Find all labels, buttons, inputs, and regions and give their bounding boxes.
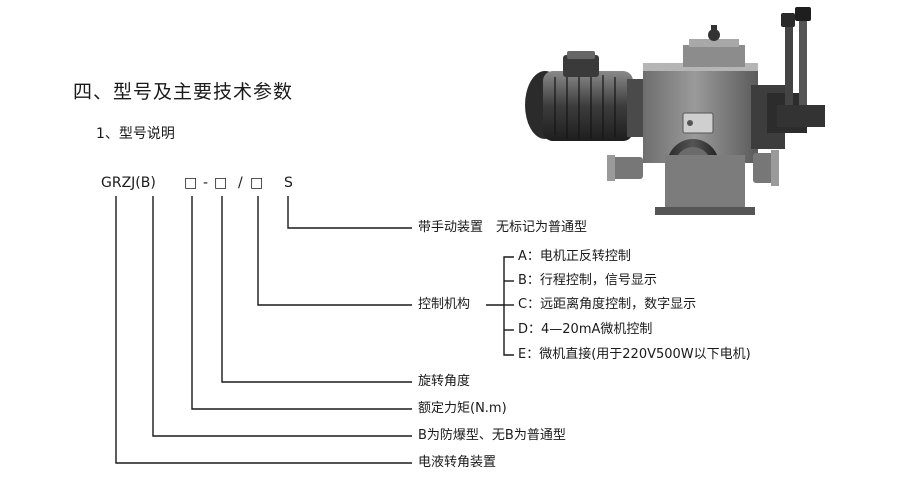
control-option-e: E：微机直接(用于220V500W以下电机): [518, 347, 751, 362]
subsection-title: 1、型号说明: [96, 126, 175, 142]
model-box-control: □: [250, 175, 264, 191]
model-prefix: GRZJ(B): [101, 175, 156, 191]
label-explosion: B为防爆型、无B为普通型: [418, 428, 566, 443]
model-box-angle: □: [214, 175, 228, 191]
label-device: 电液转角装置: [418, 455, 497, 470]
control-option-c: C：远距离角度控制，数字显示: [518, 297, 697, 312]
label-control: 控制机构: [418, 297, 471, 312]
section-title: 四、型号及主要技术参数: [73, 81, 294, 103]
model-dash: -: [203, 175, 209, 191]
control-option-a: A：电机正反转控制: [518, 249, 631, 264]
label-angle: 旋转角度: [418, 374, 471, 389]
model-box-torque: □: [184, 175, 198, 191]
control-option-b: B：行程控制，信号显示: [518, 273, 657, 288]
model-slash: /: [238, 175, 243, 191]
control-option-d: D：4—20mA微机控制: [518, 322, 653, 337]
actuator-device-photo: [525, 7, 825, 215]
label-torque: 额定力矩(N.m): [418, 401, 507, 416]
model-suffix: S: [284, 175, 293, 191]
label-manual: 带手动装置 无标记为普通型: [418, 220, 588, 235]
